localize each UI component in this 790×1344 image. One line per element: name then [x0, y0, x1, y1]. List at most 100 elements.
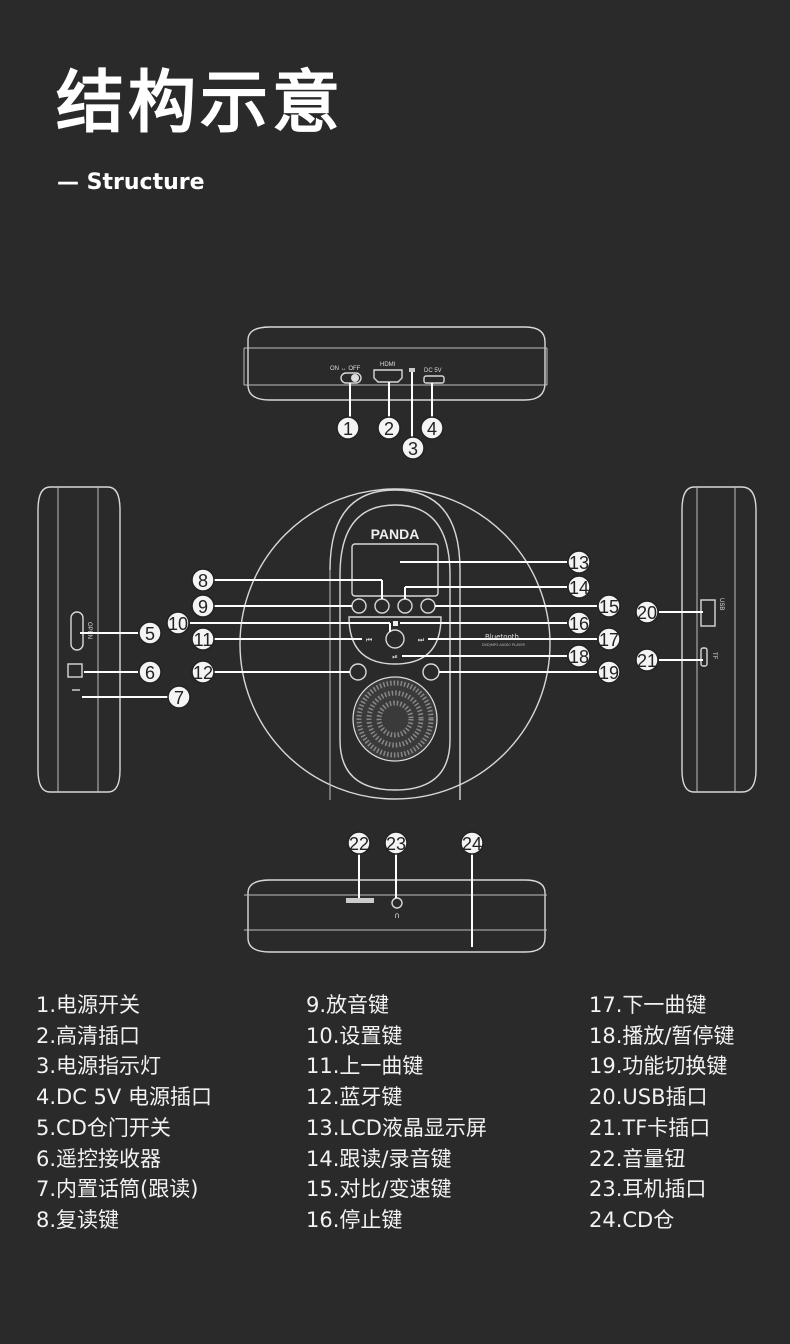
callout-24: 24	[460, 831, 484, 855]
dc-label: DC 5V	[424, 368, 442, 374]
callout-circle	[384, 831, 408, 855]
left-side-view: OPEN	[37, 486, 168, 793]
repeat-button	[374, 598, 390, 614]
legend-item: 8.复读键	[36, 1207, 120, 1232]
legend-item: 10.设置键	[306, 1023, 403, 1048]
next-track-icon: ⏭	[418, 636, 425, 644]
bluetooth-sublabel: DVD/MP3 AUDIO PLAYER	[482, 643, 526, 647]
callout-8: 8	[191, 568, 215, 592]
legend-item: 4.DC 5V 电源插口	[36, 1085, 212, 1110]
dc-power-port	[423, 375, 445, 384]
callout-circle	[167, 685, 191, 709]
callout-circle	[191, 594, 215, 618]
legend-column-3: 17.下一曲键 18.播放/暂停键 19.功能切换键 20.USB插口 21.T…	[589, 990, 734, 1236]
callout-number: 15	[599, 597, 619, 617]
callout-number: 11	[194, 630, 213, 650]
callout-number: 9	[198, 597, 208, 617]
callout-21: 21	[635, 648, 659, 672]
callout-circle	[166, 611, 190, 635]
legend-item: 17.下一曲键	[589, 993, 707, 1017]
callout-9: 9	[191, 594, 215, 618]
callout-circle	[401, 436, 425, 460]
callout-number: 23	[386, 834, 406, 854]
callout-number: 4	[427, 419, 437, 439]
callout-circle	[460, 831, 484, 855]
callout-22: 22	[347, 831, 371, 855]
legend-item: 24.CD仓	[589, 1207, 675, 1232]
callout-number: 8	[198, 571, 208, 591]
legend-item: 12.蓝牙键	[306, 1085, 403, 1110]
page-title: 结构示意	[56, 64, 345, 143]
legend-item: 23.耳机插口	[589, 1177, 707, 1202]
legend-item: 2.高清插口	[36, 1023, 141, 1048]
callout-15: 15	[597, 594, 621, 618]
volume-knob	[346, 898, 374, 903]
callout-number: 18	[569, 647, 589, 667]
hdmi-port	[373, 369, 403, 383]
legend-item: 6.遥控接收器	[36, 1146, 162, 1171]
callout-number: 13	[569, 553, 589, 573]
power-switch-label: ON ↔ OFF	[330, 366, 361, 372]
callout-number: 24	[462, 834, 482, 854]
callout-16: 16	[567, 611, 591, 635]
legend-item: 18.播放/暂停键	[589, 1023, 735, 1048]
play-sound-button	[351, 598, 367, 614]
lcd-screen	[351, 543, 439, 597]
callout-number: 22	[349, 834, 369, 854]
speaker-grille	[352, 676, 438, 762]
callout-13: 13	[567, 550, 591, 574]
previous-track-icon: ⏮	[366, 636, 372, 644]
settings-button	[385, 629, 405, 649]
callout-number: 16	[569, 614, 589, 634]
callout-circle	[635, 600, 659, 624]
callout-circle	[635, 648, 659, 672]
callout-number: 7	[174, 688, 184, 708]
bottom-edge-view: ∩	[244, 852, 547, 953]
bluetooth-label: Bluetooth	[485, 633, 519, 641]
legend-item: 7.内置话筒(跟读)	[36, 1177, 199, 1202]
legend-column-2: 9.放音键 10.设置键 11.上一曲键 12.蓝牙键 13.LCD液晶显示屏 …	[306, 990, 487, 1236]
callout-circle	[336, 416, 360, 440]
callout-4: 4	[420, 416, 444, 440]
follow-record-button	[397, 598, 413, 614]
open-label: OPEN	[86, 622, 92, 639]
callout-23: 23	[384, 831, 408, 855]
cd-door-switch	[70, 611, 84, 651]
callout-number: 21	[637, 651, 657, 671]
legend-column-1: 1.电源开关 2.高清插口 3.电源指示灯 4.DC 5V 电源插口 5.CD仓…	[36, 990, 212, 1236]
play-pause-icon: ⏯	[392, 653, 398, 661]
legend-item: 20.USB插口	[589, 1085, 708, 1110]
callout-circle	[597, 594, 621, 618]
callout-12: 12	[191, 660, 215, 684]
callout-1: 1	[336, 416, 360, 440]
legend-item: 3.电源指示灯	[36, 1054, 162, 1079]
page-subtitle: — Structure	[57, 170, 205, 195]
callout-circle	[191, 660, 215, 684]
callout-circle	[567, 575, 591, 599]
headphone-jack	[391, 897, 403, 909]
brand-logo: PANDA	[371, 526, 420, 542]
callout-7: 7	[167, 685, 191, 709]
tf-card-slot	[700, 647, 708, 667]
legend-item: 15.对比/变速键	[306, 1177, 452, 1202]
legend-item: 14.跟读/录音键	[306, 1146, 452, 1171]
legend-item: 11.上一曲键	[306, 1054, 424, 1079]
mode-button	[422, 663, 440, 681]
callout-number: 6	[145, 663, 155, 683]
callout-circle	[597, 627, 621, 651]
callout-circle	[567, 550, 591, 574]
callout-number: 3	[408, 439, 418, 459]
power-indicator-light	[409, 368, 415, 372]
callout-5: 5	[138, 621, 162, 645]
callout-6: 6	[138, 660, 162, 684]
callout-17: 17	[597, 627, 621, 651]
callout-number: 20	[637, 603, 657, 623]
legend-item: 16.停止键	[306, 1207, 403, 1232]
callout-11: 11	[191, 627, 215, 651]
stop-icon	[393, 621, 398, 626]
callout-number: 1	[343, 419, 353, 439]
right-side-view: USB TF	[659, 486, 757, 793]
callout-number: 17	[599, 630, 619, 650]
callout-circle	[191, 568, 215, 592]
callout-circle	[420, 416, 444, 440]
